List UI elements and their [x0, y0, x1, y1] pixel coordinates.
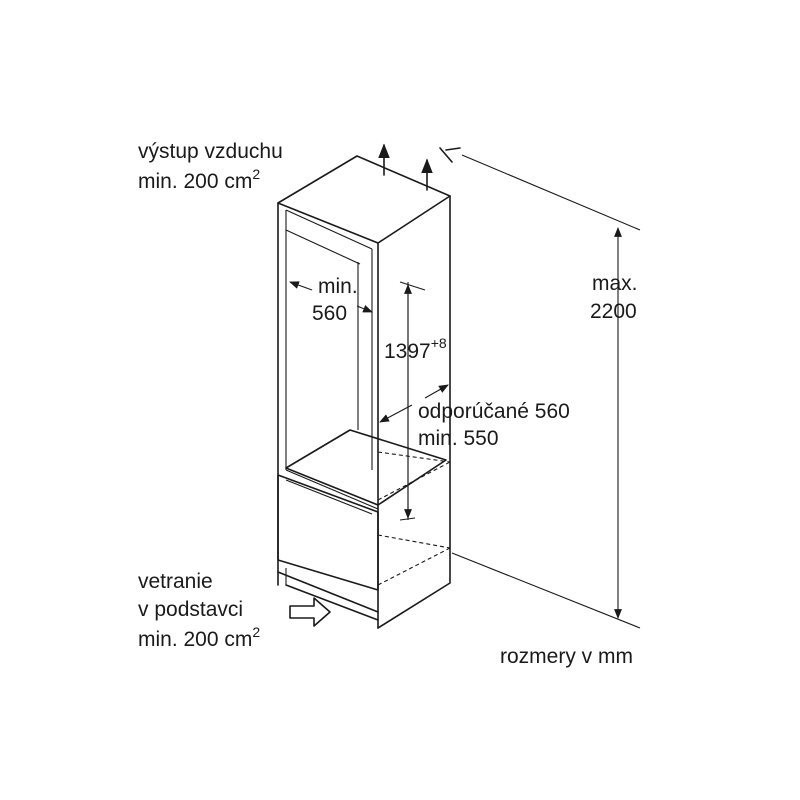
air-outlet-label-line2: min. 200 cm2 — [138, 166, 260, 193]
base-vent-arrow — [289, 597, 331, 627]
max-height-label-line1: max. — [592, 272, 638, 295]
cabinet-outline — [277, 155, 451, 629]
niche-height-label: 1397+8 — [384, 335, 447, 363]
units-note: rozmery v mm — [500, 645, 633, 668]
depth-label-line1: odporúčané 560 — [418, 400, 570, 423]
base-vent-label-line2: v podstavci — [138, 598, 243, 621]
inner-width-dimension — [289, 281, 373, 313]
inner-width-label-line2: 560 — [312, 302, 347, 325]
max-height-dimension — [451, 154, 641, 629]
depth-dimension — [379, 384, 449, 423]
air-outlet-arrows — [378, 143, 461, 191]
base-vent-label-line3: min. 200 cm2 — [138, 624, 260, 651]
inner-width-label-line1: min. — [318, 275, 358, 298]
base-vent-label-line1: vetranie — [138, 570, 213, 593]
air-outlet-label-line1: výstup vzduchu — [138, 140, 283, 163]
depth-label-line2: min. 550 — [418, 427, 499, 450]
max-height-label-line2: 2200 — [590, 300, 637, 323]
